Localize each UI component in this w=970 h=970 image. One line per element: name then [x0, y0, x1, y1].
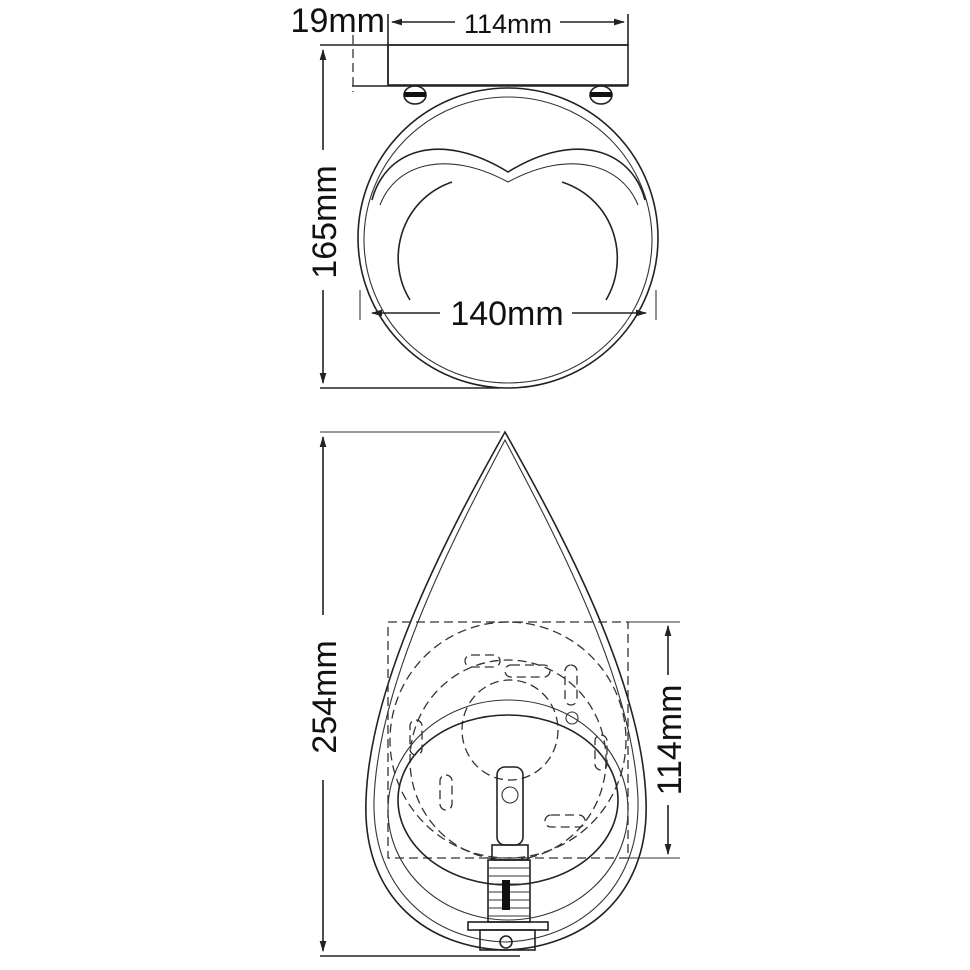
dim-label-19mm: 19mm [291, 2, 385, 40]
inner-left-arc [397, 181, 453, 301]
screw-icon [565, 711, 579, 725]
heart-top-edge [371, 148, 646, 201]
top-view: 19mm 114mm [291, 2, 629, 105]
mounting-slots [409, 654, 608, 828]
dim-label-165mm: 165mm [306, 165, 344, 278]
lamp-socket [467, 766, 549, 951]
inner-right-arc [561, 181, 619, 301]
outer-ring [357, 87, 659, 389]
front-view: 165mm 140mm [306, 48, 659, 389]
dim-label-140mm: 140mm [450, 295, 563, 333]
mounting-knob [589, 85, 613, 105]
wall-plate [387, 44, 629, 86]
shade-ring-outer [387, 699, 629, 921]
heart-top-inner [379, 163, 639, 206]
side-view: 254mm 114mm [306, 430, 689, 957]
mounting-plate-outline [389, 621, 627, 859]
dim-label-114mm-top: 114mm [464, 9, 552, 39]
dim-label-114mm-side: 114mm [651, 685, 689, 796]
teardrop-frame [365, 430, 647, 951]
dim-label-254mm: 254mm [306, 640, 344, 753]
outer-ring-inner-edge [363, 96, 653, 384]
mounting-plate-center [461, 679, 559, 781]
mounting-knob [403, 85, 427, 105]
teardrop-inner [373, 438, 639, 943]
